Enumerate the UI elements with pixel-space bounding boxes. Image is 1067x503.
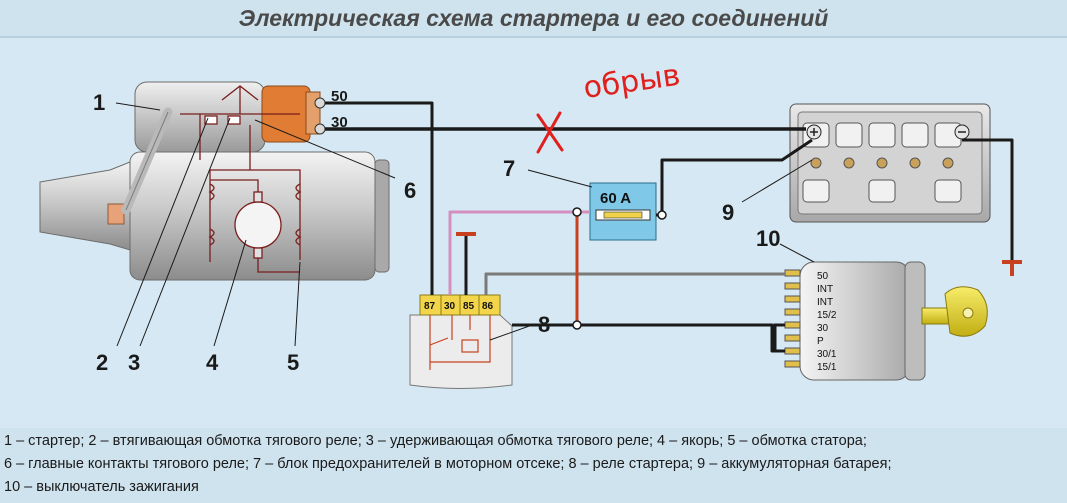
ign-label-int-2: INT: [817, 297, 833, 308]
terminal-30-label: 30: [331, 114, 348, 131]
wire-relay30-pink: [448, 210, 590, 295]
ign-label-50: 50: [817, 271, 829, 282]
fuse-block: 60 A: [589, 182, 657, 241]
callout-5: 5: [287, 350, 299, 375]
battery: [789, 103, 991, 223]
callout-6: 6: [404, 178, 416, 203]
legend: 1 – стартер; 2 – втягивающая обмотка тяг…: [4, 430, 1064, 499]
ignition-key-icon: [921, 286, 988, 337]
wire-relay86-to-switch50: [484, 272, 785, 295]
wire-break-cross-icon: [536, 111, 564, 154]
legend-line-2: 6 – главные контакты тягового реле; 7 – …: [4, 456, 892, 472]
relay-pin-30: 30: [444, 301, 456, 312]
fuse-rating: 60 A: [600, 190, 631, 207]
ign-label-15-2: 15/2: [817, 310, 837, 321]
wire-terminal50-to-relay87: [325, 101, 434, 295]
winding-schematic: [180, 85, 302, 273]
callout-3: 3: [128, 350, 140, 375]
ign-label-15-1: 15/1: [817, 362, 837, 373]
ign-label-p: P: [817, 336, 824, 347]
callout-10: 10: [756, 226, 780, 251]
callout-4: 4: [206, 350, 219, 375]
handwritten-note: обрыв: [581, 58, 682, 106]
ignition-switch-contacts: [784, 269, 801, 368]
starter-relay: 87 30 85 86: [409, 294, 513, 389]
diagram-title: Электрическая схема стартера и его соеди…: [238, 5, 829, 31]
ignition-switch: 50 INT INT 15/2 30 P 30/1 15/1: [773, 261, 988, 381]
terminal-50-label: 50: [331, 88, 348, 105]
callout-7: 7: [503, 156, 515, 181]
callout-8: 8: [538, 312, 550, 337]
starter: [39, 81, 390, 281]
callout-2: 2: [96, 350, 108, 375]
ign-label-30-1: 30/1: [817, 349, 837, 360]
starter-wiring-diagram: 60 A 87 30 85: [39, 58, 1022, 389]
starter-pinion: [107, 203, 125, 225]
legend-line-3: 10 – выключатель зажигания: [4, 479, 199, 495]
ign-label-int-1: INT: [817, 284, 833, 295]
battery-cells: [802, 122, 962, 203]
ground-symbol-battery: [1002, 260, 1022, 276]
callout-1: 1: [93, 90, 105, 115]
handwritten-annotation: обрыв: [536, 58, 682, 154]
wire-battery-negative-ground: [962, 138, 1014, 262]
legend-line-1: 1 – стартер; 2 – втягивающая обмотка тяг…: [4, 433, 867, 449]
callout-numbers: 1 2 3 4 5 6 7 8 9 10: [93, 90, 780, 375]
starter-relay-body: [409, 314, 513, 389]
ignition-switch-labels: 50 INT INT 15/2 30 P 30/1 15/1: [817, 271, 837, 373]
callout-9: 9: [722, 200, 734, 225]
relay-pin-labels: 87 30 85 86: [424, 301, 494, 312]
callout-leaders: [115, 102, 815, 347]
relay-pin-85: 85: [463, 301, 475, 312]
terminal-30: [314, 123, 326, 135]
wiring: [325, 101, 1022, 353]
wire-black-to-switch30: [512, 323, 785, 353]
terminal-50: [314, 97, 326, 109]
relay-pin-86: 86: [482, 301, 494, 312]
ign-label-30: 30: [817, 323, 829, 334]
relay-pin-87: 87: [424, 301, 436, 312]
